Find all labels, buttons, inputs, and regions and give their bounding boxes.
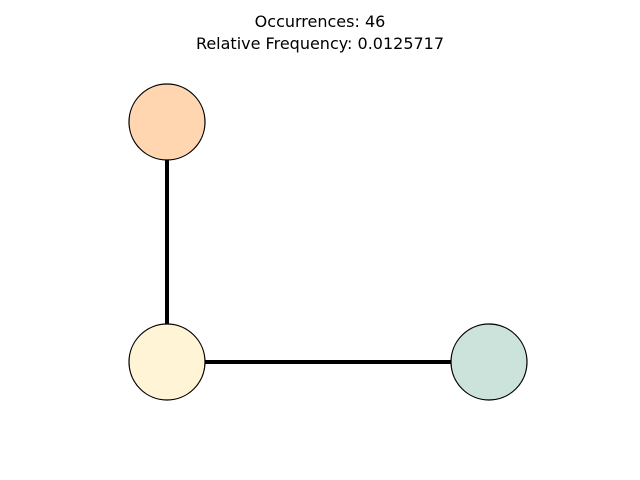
node-bottom-right: [450, 323, 528, 401]
node-bottom-left: [128, 323, 206, 401]
node-top: [128, 83, 206, 161]
occurrences-label: Occurrences: 46: [254, 12, 386, 31]
figure-title: Occurrences: 46 Relative Frequency: 0.01…: [0, 11, 640, 55]
relative-frequency-label: Relative Frequency: 0.0125717: [195, 34, 445, 53]
nodes-layer: [128, 83, 528, 401]
edges-layer: [165, 122, 489, 364]
